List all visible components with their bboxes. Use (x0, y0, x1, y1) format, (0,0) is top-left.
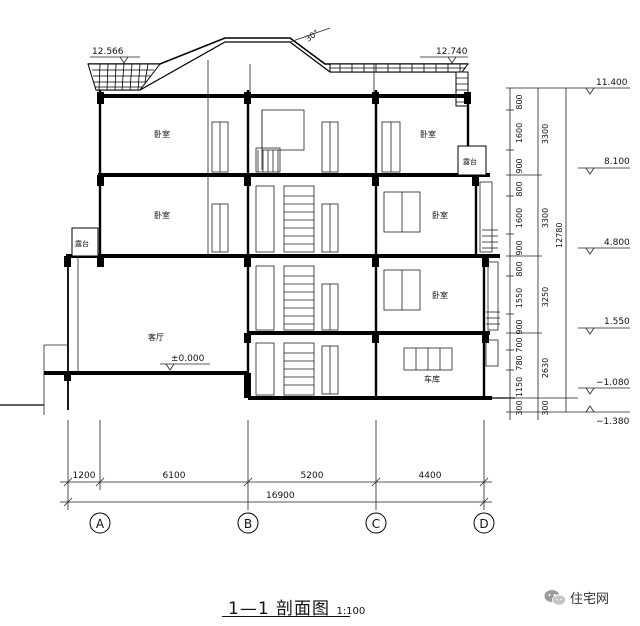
vertical-dimension-label: 900 (515, 240, 524, 255)
level-label: 12.566 (92, 47, 124, 57)
room-label: 车库 (424, 374, 440, 384)
vertical-dimensions (506, 87, 578, 420)
horizontal-dimension-label: 4400 (419, 471, 442, 481)
axis-label: B (244, 517, 252, 531)
room-label: 卧室 (154, 210, 170, 220)
structure (0, 60, 515, 415)
wechat-icon (544, 589, 566, 606)
vertical-dimension-label: 780 (515, 355, 524, 370)
room-label: 卧室 (154, 129, 170, 139)
level-label: 11.400 (596, 78, 628, 88)
watermark-text: 住宅网 (570, 592, 610, 607)
drawing-title-main: 1—1 剖面图 (228, 599, 331, 619)
horizontal-dimension-label: 1200 (73, 471, 96, 481)
axis-bubble (365, 512, 387, 534)
axis-label: D (479, 517, 488, 531)
level-label: 4.800 (604, 238, 630, 248)
level-label: −1.080 (596, 378, 630, 388)
drawing-scale: 1:100 (336, 606, 366, 617)
vertical-subtotal-labels: 3300 3300 3250 2630 300 (541, 124, 550, 416)
title-underline (222, 616, 350, 617)
roof-slope-label: 30° (304, 28, 321, 44)
vertical-dimension-label: 900 (515, 319, 524, 334)
vertical-dimension-label: 1600 (515, 123, 524, 143)
room-label: 卧室 (420, 129, 436, 139)
axis-label: C (372, 517, 380, 531)
vertical-dimension-label: 1550 (515, 288, 524, 308)
room-label: 卧室 (432, 290, 448, 300)
room-label: 露台 (75, 239, 89, 248)
vertical-dimension-label: 900 (515, 158, 524, 173)
level-label: ±0.000 (171, 354, 205, 364)
level-label: 1.550 (604, 317, 630, 327)
doors (211, 121, 453, 395)
horizontal-total-label: 16900 (266, 491, 295, 501)
vertical-dimension-label: 800 (515, 94, 524, 109)
vertical-dimension-labels: 800 1600 900 800 1600 900 800 1550 900 700 780 1150… (515, 94, 524, 415)
room-label: 客厅 (148, 332, 164, 342)
level-label: 12.740 (436, 47, 468, 57)
vertical-total-label: 12780 (555, 223, 564, 248)
vertical-subtotal-label: 2630 (541, 358, 550, 378)
vertical-dimension-label: 1600 (515, 208, 524, 228)
vertical-dimension-label: 700 (515, 337, 524, 352)
axis-bubbles: A B C D (89, 512, 495, 534)
axis-bubble (89, 512, 111, 534)
vertical-dimension-label: 800 (515, 181, 524, 196)
elevation-marks: 12.566 12.740 ±0.000 11.400 8.100 4.800 … (90, 47, 630, 427)
horizontal-dimensions (60, 420, 492, 510)
drawing-title: 1—1 剖面图 1:100 (228, 594, 365, 619)
room-label: 露台 (463, 157, 477, 166)
vertical-subtotal-label: 3250 (541, 287, 550, 307)
watermark: 住宅网 (544, 588, 609, 607)
vertical-subtotal-label: 3300 (541, 124, 550, 144)
axis-bubble (237, 512, 259, 534)
roof: 30° (87, 27, 469, 107)
vertical-dimension-label: 300 (515, 400, 524, 415)
room-labels: 卧室 卧室 卧室 卧室 卧室 客厅 车库 露台 露台 (75, 129, 477, 384)
axis-bubble (473, 512, 495, 534)
room-label: 卧室 (432, 210, 448, 220)
horizontal-dimension-label: 6100 (163, 471, 186, 481)
stairs (255, 109, 315, 396)
vertical-subtotal-label: 3300 (541, 208, 550, 228)
vertical-dimension-label: 800 (515, 261, 524, 276)
horizontal-dimension-labels: 1200 6100 5200 4400 (73, 471, 442, 481)
level-label: 8.100 (604, 157, 630, 167)
horizontal-dimension-label: 5200 (301, 471, 324, 481)
axis-label: A (96, 517, 105, 531)
vertical-dimension-label: 1150 (515, 377, 524, 397)
vertical-subtotal-label: 300 (541, 400, 550, 415)
level-label: −1.380 (596, 417, 630, 427)
